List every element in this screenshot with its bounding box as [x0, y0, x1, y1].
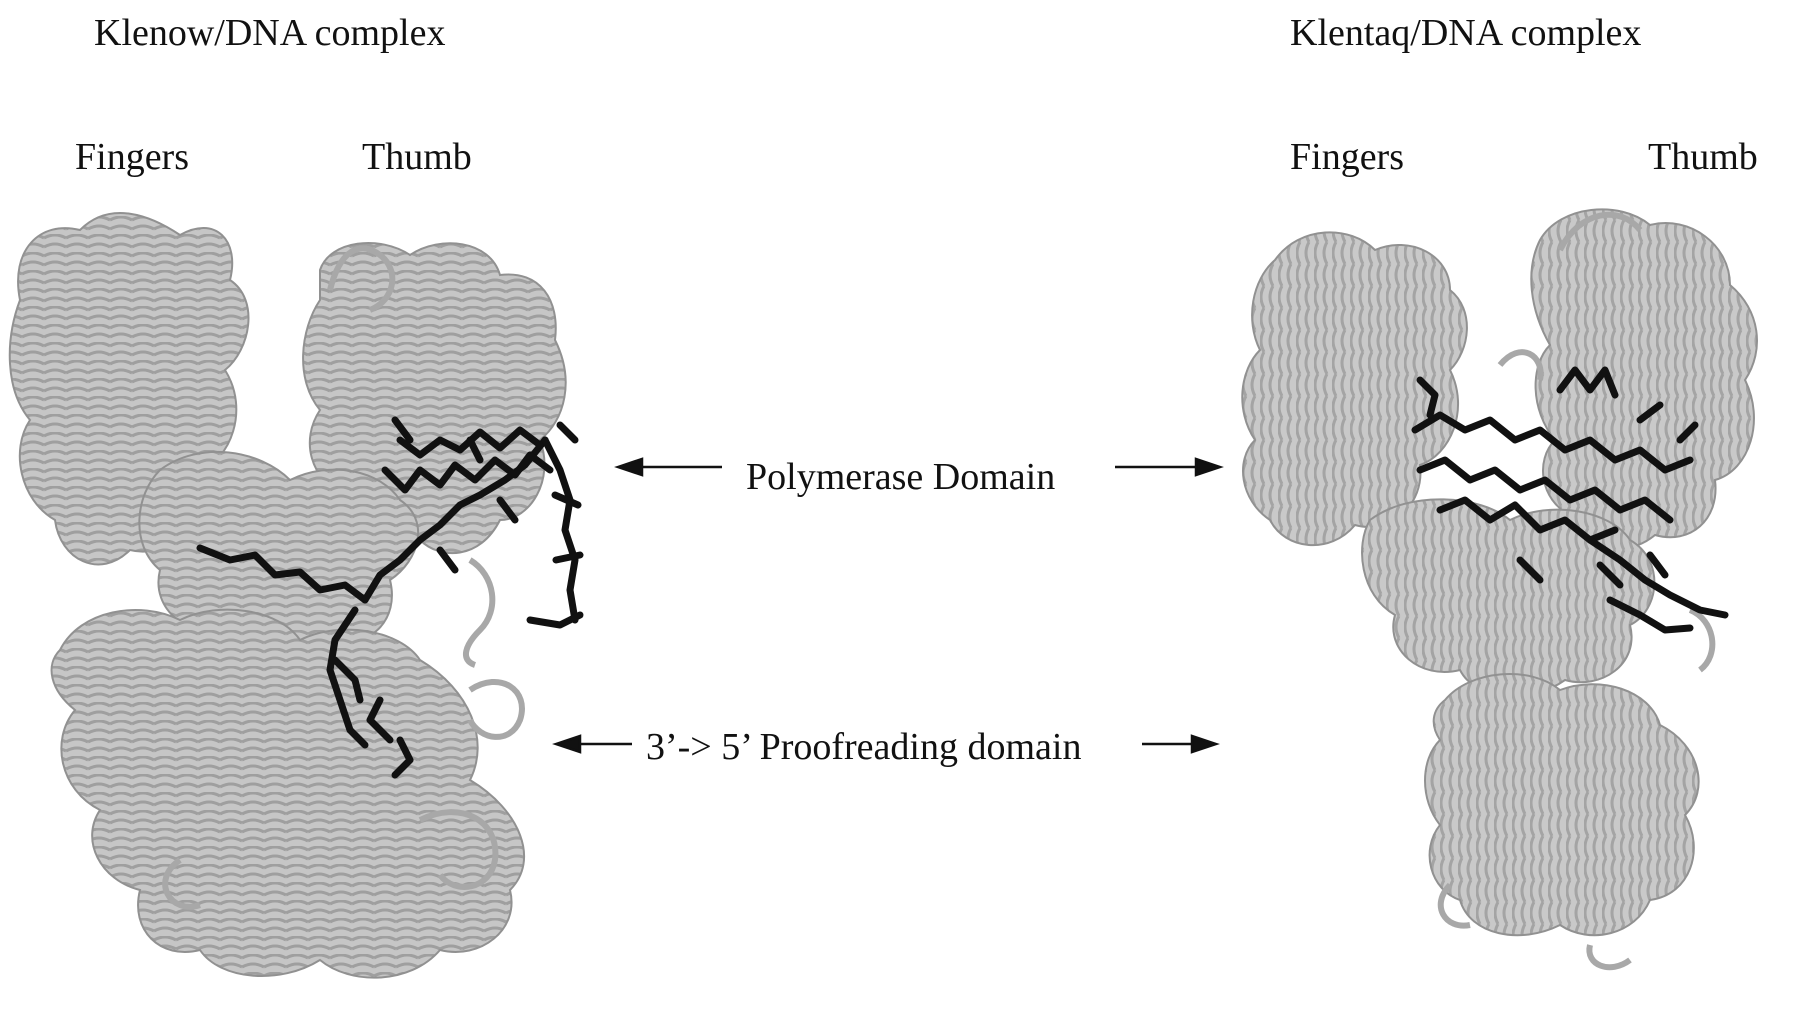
- left-thumb-label: Thumb: [362, 136, 472, 178]
- klentaq-protein: [1241, 208, 1758, 937]
- polymerase-left-arrow: [614, 457, 722, 477]
- klenow-loops: [162, 245, 525, 910]
- left-fingers-label: Fingers: [75, 136, 189, 178]
- proofreading-right-arrow: [1142, 734, 1220, 754]
- left-panel-title: Klenow/DNA complex: [94, 12, 446, 54]
- polymerase-domain-label: Polymerase Domain: [746, 456, 1056, 498]
- right-fingers-label: Fingers: [1290, 136, 1404, 178]
- proofreading-domain-label: 3’-> 5’ Proofreading domain: [646, 726, 1082, 768]
- klenow-dna: [196, 416, 584, 779]
- klentaq-dna: [1411, 366, 1729, 634]
- right-panel-title: Klentaq/DNA complex: [1290, 12, 1642, 54]
- klenow-protein: [8, 212, 567, 979]
- arrows: [552, 457, 1224, 754]
- proofreading-left-arrow: [552, 734, 632, 754]
- klentaq-loops: [1437, 211, 1716, 971]
- right-thumb-label: Thumb: [1648, 136, 1758, 178]
- polymerase-right-arrow: [1115, 457, 1224, 477]
